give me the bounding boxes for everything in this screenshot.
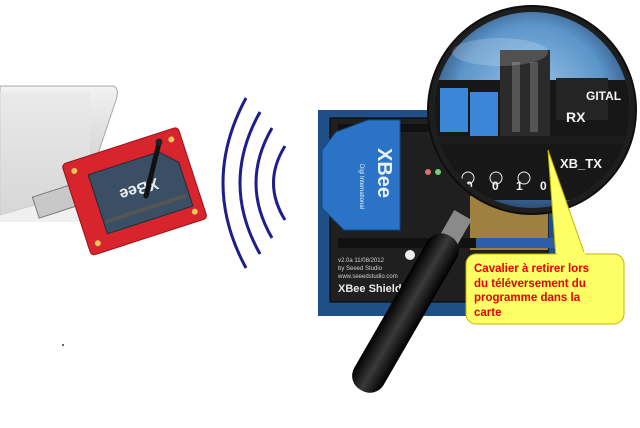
- mag-pin-3: 0: [540, 179, 547, 193]
- shield-maker: by Seeed Studio: [338, 266, 383, 272]
- xbee-module-right: [321, 119, 401, 231]
- wireless-waves: [221, 97, 287, 269]
- mag-pin-2: 1: [516, 179, 523, 193]
- shield-site: www.seeedstudio.com: [337, 274, 398, 280]
- wave-2: [254, 127, 274, 239]
- mag-pin-1: 0: [492, 179, 499, 193]
- xbee-sub-right: Digi International: [358, 164, 364, 209]
- shield-version: v2.0a 11/08/2012: [338, 258, 385, 264]
- wave-3: [238, 111, 262, 255]
- callout-text: Cavalier à retirer lors du téléversement…: [474, 263, 590, 319]
- mag-label-xbtx: XB_TX: [560, 156, 602, 171]
- header-bottom: [338, 238, 478, 248]
- shield-model: XBee Shield: [338, 283, 402, 295]
- header-bottom-blue: [476, 238, 556, 248]
- magnifier: RX XB_TX GITAL 0 0 1 0: [352, 5, 637, 393]
- wave-4: [221, 97, 248, 269]
- callout-box: [465, 149, 625, 325]
- stray-dot: [62, 344, 64, 346]
- xbee-module-left: [87, 151, 194, 235]
- callout-background: [465, 253, 625, 325]
- mag-label-rx: RX: [566, 109, 586, 125]
- usb-xbee-explorer: XBee: [0, 85, 207, 256]
- xbee-brand-right: XBee: [373, 148, 395, 198]
- mag-label-gital: GITAL: [586, 89, 621, 103]
- antenna-left: [143, 138, 163, 199]
- magnified-jumpers: RX XB_TX GITAL 0 0 1 0: [434, 50, 630, 200]
- magnifier-handle: [352, 233, 459, 393]
- wave-1: [272, 145, 287, 221]
